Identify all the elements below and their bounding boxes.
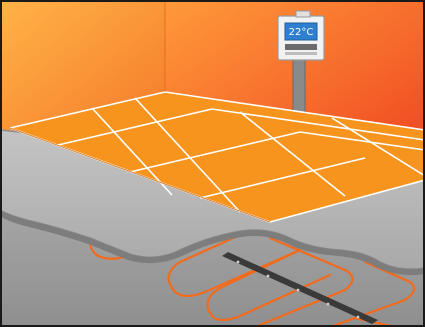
thermostat: 22°C: [277, 10, 325, 61]
tile-floor: [9, 91, 425, 223]
fixing-strip-hole: [356, 315, 360, 319]
thermostat-screen: [284, 22, 318, 41]
thermostat-temperature-readout: 22°C: [289, 27, 314, 38]
heating-cable: [88, 233, 416, 327]
heating-cable-run-2: [206, 248, 332, 322]
grout-line: [211, 108, 425, 141]
grout-line: [239, 111, 346, 197]
grout-line: [129, 131, 301, 173]
grout-line: [199, 157, 366, 199]
heating-cable-loop-left: [88, 243, 137, 260]
grout-line: [57, 108, 213, 146]
heating-cable-run-1: [167, 233, 302, 298]
heating-cable-run-3: [253, 236, 354, 327]
fixing-strip-hole: [296, 288, 300, 292]
grout-line: [91, 107, 173, 196]
grout-line: [9, 91, 166, 129]
grout-line: [299, 131, 425, 151]
fixing-strip-hole: [236, 260, 240, 264]
thermostat-button-strip: [285, 52, 317, 55]
thermostat-top-bar: [295, 10, 311, 18]
fixing-strip-hole: [266, 274, 270, 278]
fixing-strip-bar: [222, 252, 378, 324]
fixing-strip: [222, 252, 378, 324]
tile-front-edge: [9, 127, 271, 223]
grout-line: [331, 117, 425, 177]
grout-line: [134, 97, 241, 213]
heating-cable-run-4: [328, 260, 416, 327]
grout-line: [269, 179, 425, 223]
thermostat-control-bar: [285, 44, 317, 50]
fixing-strip-hole: [326, 302, 330, 306]
screed-edge-lip: [0, 210, 425, 276]
grout-line: [164, 91, 425, 131]
